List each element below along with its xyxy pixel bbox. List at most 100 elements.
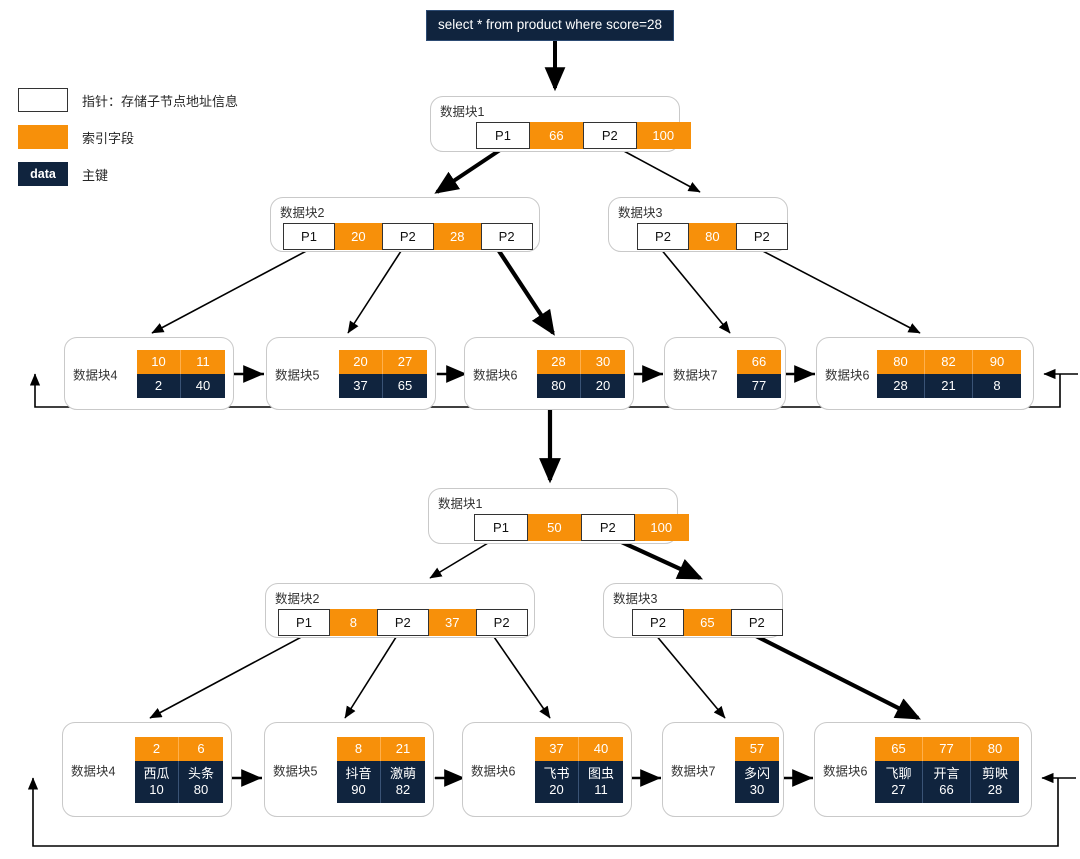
legend-label-pointer: 指针：存储子节点地址信息	[82, 93, 239, 109]
tree1-leaf-7-label: 数据块7	[673, 368, 718, 382]
leaf-record: 多闪 30	[735, 760, 779, 803]
tree1-internal-node-3[interactable]: 数据块3 P2 80 P2	[608, 197, 788, 252]
tree2-leaf-node-4[interactable]: 数据块4 2 西瓜 10 6 头条 80	[62, 722, 232, 817]
cell-pointer[interactable]: P2	[582, 122, 637, 149]
wire-block3-to-leaf7	[659, 247, 731, 334]
tree2-leaf-8-grid: 65 飞聊 27 77 开言 66 80 剪映 28	[875, 736, 1019, 803]
tree2-leaf-node-7[interactable]: 数据块7 57 多闪 30	[662, 722, 784, 817]
leaf-key: 21	[381, 736, 425, 761]
leaf-record: 飞聊 27	[875, 760, 923, 803]
tree2-root-node[interactable]: 数据块1 P1 50 P2 100	[428, 488, 690, 544]
record-name: 抖音	[345, 766, 372, 782]
leaf-value: 8	[973, 373, 1021, 398]
tree2-leaf-node-5[interactable]: 数据块5 8 抖音 90 21 激萌 82	[264, 722, 434, 817]
leaf-key: 11	[181, 349, 225, 374]
record-number: 90	[351, 781, 366, 797]
tree1-internal-2-cells: P1 20 P2 28 P2	[283, 223, 533, 250]
cell-pointer[interactable]: P2	[381, 223, 434, 250]
tree2-leaf-4-label: 数据块4	[71, 764, 116, 778]
leaf-value: 2	[137, 373, 181, 398]
cell-key: 100	[633, 514, 690, 541]
wire-root2-to-block2	[429, 539, 494, 579]
cell-pointer[interactable]: P2	[730, 609, 783, 636]
tree1-leaf-node-8[interactable]: 数据块6 80 28 82 21 90 8	[816, 337, 1034, 410]
tree2-leaf-4-grid: 2 西瓜 10 6 头条 80	[135, 736, 223, 803]
leaf-record: 飞书 20	[535, 760, 579, 803]
tree2-root-label: 数据块1	[438, 497, 483, 511]
tree2-internal-2-label: 数据块2	[275, 592, 320, 606]
leaf-key: 6	[179, 736, 223, 761]
tree1-leaf-4-label: 数据块4	[73, 368, 118, 382]
cell-pointer[interactable]: P1	[283, 223, 335, 250]
record-name: 激萌	[389, 766, 416, 782]
leaf-key: 57	[735, 736, 779, 761]
index-swatch-icon	[18, 125, 68, 149]
leaf-column: 66 77	[737, 349, 781, 398]
cell-pointer[interactable]: P2	[475, 609, 528, 636]
cell-key: 20	[333, 223, 384, 250]
cell-pointer[interactable]: P2	[735, 223, 788, 250]
leaf-column: 65 飞聊 27	[875, 736, 923, 803]
tree2-leaf-node-6[interactable]: 数据块6 37 飞书 20 40 图虫 11	[462, 722, 632, 817]
record-number: 11	[594, 781, 608, 797]
tree1-root-label: 数据块1	[440, 105, 485, 119]
legend-item-index: 索引字段	[18, 125, 238, 149]
cell-pointer[interactable]: P2	[637, 223, 689, 250]
tree1-leaf-6-grid: 28 80 30 20	[537, 349, 625, 398]
tree1-internal-node-2[interactable]: 数据块2 P1 20 P2 28 P2	[270, 197, 540, 252]
leaf-record: 西瓜 10	[135, 760, 179, 803]
leaf-value: 28	[877, 373, 925, 398]
cell-pointer[interactable]: P2	[632, 609, 684, 636]
cell-pointer[interactable]: P1	[476, 122, 530, 149]
pointer-swatch-icon	[18, 88, 68, 112]
leaf-column: 57 多闪 30	[735, 736, 779, 803]
wire-t2block3-to-leaf7	[654, 633, 726, 719]
cell-pointer[interactable]: P1	[278, 609, 330, 636]
leaf-value: 20	[581, 373, 625, 398]
cell-key: 65	[682, 609, 733, 636]
wire-t2block2-to-leaf5	[344, 633, 399, 719]
tree2-leaf-6-grid: 37 飞书 20 40 图虫 11	[535, 736, 623, 803]
legend-item-data: data 主键	[18, 162, 238, 186]
leaf-column: 90 8	[973, 349, 1021, 398]
legend: 指针：存储子节点地址信息 索引字段 data 主键	[18, 88, 238, 199]
tree1-leaf-4-grid: 10 2 11 40	[137, 349, 225, 398]
leaf-record: 头条 80	[179, 760, 223, 803]
tree1-leaf-node-4[interactable]: 数据块4 10 2 11 40	[64, 337, 234, 410]
cell-pointer[interactable]: P2	[376, 609, 429, 636]
tree2-leaf-5-grid: 8 抖音 90 21 激萌 82	[337, 736, 425, 803]
leaf-column: 20 37	[339, 349, 383, 398]
record-name: 图虫	[587, 766, 614, 782]
tree1-leaf-5-grid: 20 37 27 65	[339, 349, 427, 398]
leaf-column: 6 头条 80	[179, 736, 223, 803]
tree1-root-node[interactable]: 数据块1 P1 66 P2 100	[430, 96, 692, 152]
leaf-key: 20	[339, 349, 383, 374]
leaf-column: 8 抖音 90	[337, 736, 381, 803]
cell-key: 28	[432, 223, 483, 250]
wire-block2-to-leaf5	[347, 247, 404, 334]
leaf-record: 激萌 82	[381, 760, 425, 803]
leaf-key: 80	[877, 349, 925, 374]
leaf-record: 抖音 90	[337, 760, 381, 803]
record-name: 多闪	[743, 766, 770, 782]
record-name: 头条	[187, 766, 214, 782]
cell-pointer[interactable]: P2	[580, 514, 635, 541]
cell-pointer[interactable]: P1	[474, 514, 528, 541]
record-number: 20	[549, 781, 564, 797]
leaf-key: 66	[737, 349, 781, 374]
tree2-leaf-node-8[interactable]: 数据块6 65 飞聊 27 77 开言 66 80 剪映 28	[814, 722, 1032, 817]
cell-pointer[interactable]: P2	[480, 223, 533, 250]
leaf-key: 77	[923, 736, 971, 761]
legend-item-pointer: 指针：存储子节点地址信息	[18, 88, 238, 112]
cell-key: 66	[528, 122, 585, 149]
tree1-leaf-8-label: 数据块6	[825, 368, 870, 382]
tree2-internal-node-3[interactable]: 数据块3 P2 65 P2	[603, 583, 783, 638]
leaf-column: 11 40	[181, 349, 225, 398]
leaf-record: 剪映 28	[971, 760, 1019, 803]
leaf-key: 82	[925, 349, 973, 374]
tree2-internal-node-2[interactable]: 数据块2 P1 8 P2 37 P2	[265, 583, 535, 638]
tree1-leaf-node-7[interactable]: 数据块7 66 77	[664, 337, 786, 410]
tree1-leaf-node-5[interactable]: 数据块5 20 37 27 65	[266, 337, 436, 410]
tree1-leaf-node-6[interactable]: 数据块6 28 80 30 20	[464, 337, 634, 410]
cell-key: 37	[427, 609, 478, 636]
